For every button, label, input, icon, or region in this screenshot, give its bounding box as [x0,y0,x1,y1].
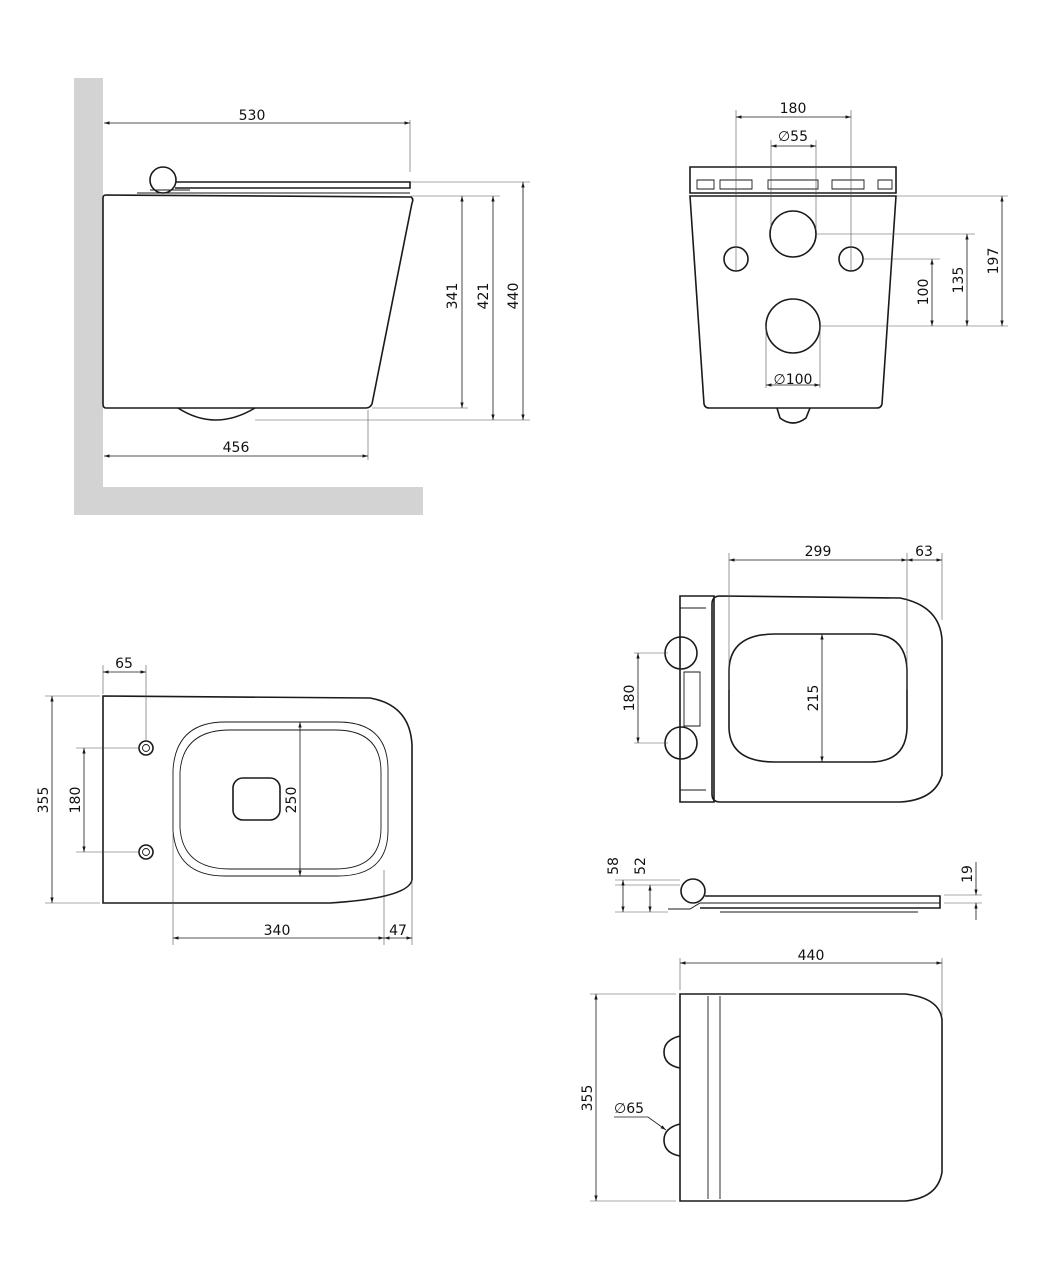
dim-hinge-dia: ∅65 [614,1101,644,1117]
dim-opening-width: 215 [806,685,822,712]
bowl-rear-outline [689,195,897,409]
lid-hinge-lower [663,1123,681,1157]
seat-hinge-bar [679,595,715,803]
dim-overall-depth: 530 [239,108,266,124]
dim-hinge-offset: 63 [915,544,933,560]
dim-top-height: 197 [986,248,1002,275]
dim-bowl-width: 250 [284,787,300,814]
seat-side-profile [700,895,941,909]
dim-height-440: 440 [506,283,522,310]
dim-inlet-dia: ∅55 [778,129,808,145]
seat-top-view: 299 63 180 215 [622,544,943,803]
inlet-hole [769,210,817,258]
dim-seat-length: 299 [805,544,832,560]
seat-outline [711,595,943,803]
drain-opening [232,777,281,821]
side-view: 530 456 341 421 440 [74,78,530,515]
dim-outlet-height: 100 [916,279,932,306]
lid-outline [679,993,943,1202]
outlet-pipe [776,407,811,424]
seat-hinge-upper [664,636,698,670]
dim-inlet-height: 135 [951,267,967,294]
rim-inner [179,729,382,870]
dim-bowl-length: 340 [264,923,291,939]
dim-bottom-depth: 456 [223,440,250,456]
bowl-side-outline [102,194,414,409]
bowl-base-curve [177,407,256,421]
seat-rear-outline [689,166,897,194]
dim-height-341: 341 [445,283,461,310]
lid-view: 440 355 ∅65 [580,948,943,1202]
seat-side-view: 58 52 19 [606,857,982,920]
dim-seat-height-52: 52 [633,857,649,875]
dim-hinge-spacing: 180 [622,685,638,712]
dim-lid-length: 440 [798,948,825,964]
seat-hinge [149,166,177,194]
seat-side-hinge [680,878,706,904]
dim-front-offset: 47 [389,923,407,939]
bolt-top-upper [138,740,154,756]
rim-outer [172,721,389,877]
dim-lid-width: 355 [580,1085,596,1112]
top-view: 65 355 180 250 340 47 [36,656,413,945]
lid-hinge-upper [663,1035,681,1069]
outlet-hole [765,298,821,354]
dim-bolt-spacing: 180 [780,101,807,117]
dim-outlet-dia: ∅100 [774,372,813,388]
dim-bolt-spacing-top: 180 [68,787,84,814]
dim-seat-thickness: 19 [960,865,976,883]
seat-opening [728,633,908,763]
dim-seat-height-58: 58 [606,857,622,875]
rear-view: 180 ∅55 ∅100 100 135 197 [689,101,1008,424]
dim-width: 355 [36,787,52,814]
dim-bolt-offset: 65 [115,656,133,672]
seat-hinge-lower [664,726,698,760]
bolt-top-lower [138,844,154,860]
leader-65 [614,1116,667,1131]
dim-height-421: 421 [476,283,492,310]
seat-profile [175,181,411,189]
